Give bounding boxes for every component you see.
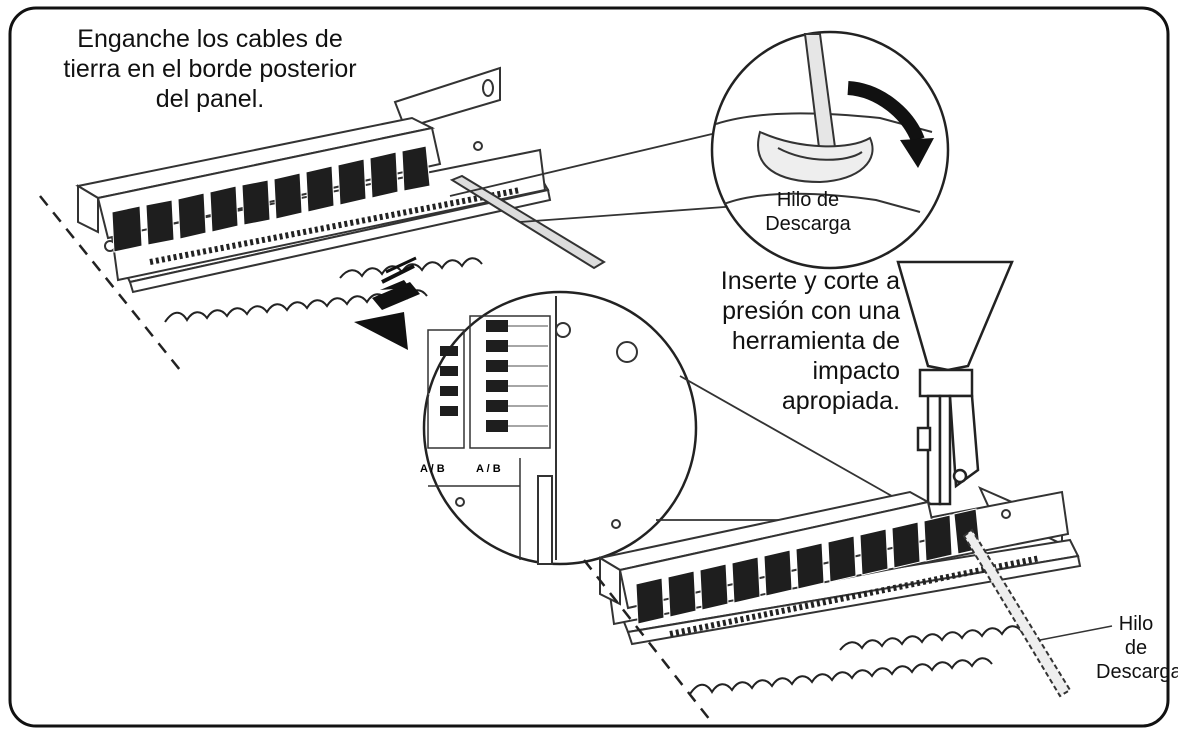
drain-wire-label-bottom: Hilo de Descarga <box>1096 612 1178 684</box>
drain-wire-zoom <box>710 30 950 270</box>
top-contact-strip <box>149 187 521 265</box>
terminal-zoom: A / B A / B <box>420 290 698 566</box>
impact-tool <box>896 260 1014 506</box>
drain-zoom-line: Hilo de <box>776 189 840 211</box>
terminal-mark-1: A / B <box>420 463 445 475</box>
bottom-contact-strip <box>669 555 1041 637</box>
terminal-mark-2: A / B <box>476 463 501 475</box>
caption-hook-line: del panel. <box>155 85 265 113</box>
bottom-dashed-edge <box>583 559 711 721</box>
caption-punch-line: impacto <box>812 357 900 385</box>
bottom-cable-ties <box>689 625 1023 695</box>
top-dashed-edge <box>39 195 181 371</box>
transition-arrow <box>354 256 420 350</box>
drain-bottom-line: Descarga <box>1096 661 1178 683</box>
caption-punch-line: Inserte y corte a <box>720 267 900 295</box>
top-callout-line-2 <box>519 205 739 223</box>
bottom-drain-wire <box>962 528 1072 698</box>
caption-punch-line: herramienta de <box>731 327 900 355</box>
caption-punch-instructions: Inserte y corte a presión con una herram… <box>655 266 900 416</box>
bottom-terminal-blocks <box>635 508 981 625</box>
top-terminal-blocks <box>111 145 431 253</box>
drain-wire-label-zoom: Hilo de Descarga <box>748 188 868 236</box>
caption-punch-line: apropiada. <box>781 387 900 415</box>
drain-bottom-line: de <box>1124 637 1148 659</box>
top-callout-line-1 <box>449 133 713 197</box>
drain-zoom-line: Descarga <box>765 213 851 235</box>
drain-bottom-line: Hilo <box>1118 613 1154 635</box>
caption-punch-line: presión con una <box>722 297 900 325</box>
caption-hook-line: Enganche los cables de <box>77 25 343 53</box>
caption-hook-line: tierra en el borde posterior <box>63 55 357 83</box>
figure-border <box>8 6 1170 728</box>
bottom-drain-leader <box>1039 625 1113 641</box>
caption-hook-ground-wires: Enganche los cables de tierra en el bord… <box>30 24 390 114</box>
mid-callout-line-1 <box>679 375 921 513</box>
